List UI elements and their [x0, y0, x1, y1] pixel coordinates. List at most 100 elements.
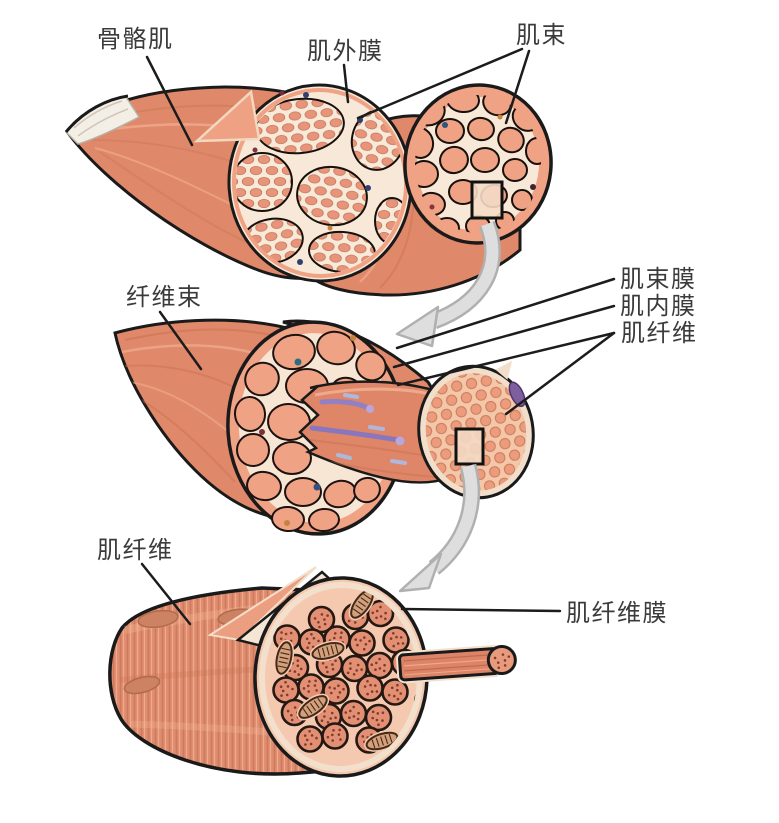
leader-skeletal-muscle — [145, 55, 194, 147]
myofibril-speck — [299, 667, 303, 671]
myofibril-speck — [392, 632, 395, 635]
myofibril-speck — [280, 631, 283, 634]
vessel-dot — [442, 122, 448, 128]
myofibril-speck — [375, 718, 379, 722]
myofibril — [322, 677, 350, 705]
myofibril-speck — [354, 638, 358, 641]
myofibril-speck — [352, 705, 356, 709]
fascicle — [284, 477, 322, 507]
epimysium-flap — [193, 89, 261, 143]
myofibril-speck — [307, 641, 311, 645]
myofibril-speck — [290, 713, 293, 717]
myofibril-speck — [302, 687, 306, 690]
myofibril-speck — [333, 687, 336, 690]
myofibril-speck — [321, 662, 325, 665]
myofibril-speck — [396, 683, 399, 687]
myofibril-speck — [333, 636, 336, 640]
myofibril-speck — [378, 657, 381, 661]
vessel-dot — [365, 185, 371, 191]
myofibril-speck — [496, 661, 500, 664]
fascicle — [470, 147, 500, 173]
myofibril-speck — [379, 615, 383, 618]
myofibril-speck — [330, 691, 333, 695]
myofibril-speck — [383, 663, 386, 667]
myofibril-speck — [360, 668, 363, 671]
vessel-dot — [297, 259, 303, 265]
myofibril-speck — [346, 671, 350, 675]
myofibril-speck — [356, 717, 360, 721]
myofibril-speck — [497, 666, 501, 670]
myofibril-rod — [396, 645, 517, 684]
zoom-box-level1 — [470, 180, 504, 220]
myofibril-speck — [356, 643, 359, 647]
myofibril-speck — [347, 619, 351, 623]
vessel-dot — [313, 483, 321, 491]
myofibril-speck — [289, 631, 293, 635]
myofibril-speck — [330, 711, 334, 715]
leader-fascicle-2 — [504, 49, 531, 125]
myofibril-speck — [352, 673, 356, 676]
fascicle — [467, 116, 495, 142]
zoom-arrow-middle — [398, 463, 480, 593]
myofibril-speck — [352, 715, 356, 718]
fascicle — [502, 158, 528, 182]
myofibril-speck — [290, 718, 294, 722]
myofibril-speck — [396, 642, 400, 645]
myofibril-speck — [280, 694, 283, 697]
myofibril-speck — [356, 663, 360, 667]
vessel-dot — [429, 204, 435, 210]
myofibril-speck — [361, 735, 365, 738]
myofibril-speck — [493, 656, 497, 660]
myofibril-speck — [331, 663, 334, 666]
myofibril-speck — [285, 693, 289, 697]
fascicle — [236, 433, 270, 467]
nucleus — [137, 609, 179, 629]
myofibril-speck — [371, 710, 375, 714]
myofibril-speck — [399, 692, 403, 695]
blood-vessel-dots — [429, 114, 536, 210]
vessel-dot — [279, 90, 285, 96]
myofibril-speck — [308, 730, 311, 733]
myofibril-speck — [349, 662, 352, 665]
vessel-dot — [284, 520, 290, 526]
myofibril-speck — [390, 686, 394, 690]
fascicle — [272, 441, 312, 475]
myofibril-speck — [307, 690, 311, 693]
myofibril-speck — [326, 670, 329, 674]
myofibril-speck — [357, 711, 360, 715]
level-2-fiber-bundle: 纤维束 肌束膜 肌内膜 肌纤维 — [113, 266, 696, 593]
myofibril-speck — [291, 687, 294, 691]
myofibril-speck — [364, 643, 368, 646]
myofibril-speck — [366, 680, 369, 683]
myofibril — [339, 699, 368, 728]
myofibril-speck — [329, 717, 333, 720]
label-sarcolemma: 肌纤维膜 — [566, 600, 668, 627]
leader-endomysium — [392, 304, 616, 369]
myofibril-speck — [399, 636, 403, 639]
myofibril-speck — [368, 639, 371, 643]
myofibril-speck — [331, 667, 335, 671]
myofibril-speck — [370, 663, 374, 666]
myofibril-speck — [293, 670, 297, 673]
fascicle — [308, 507, 340, 533]
leader-fiber-bundle — [158, 310, 203, 371]
fascicle — [244, 361, 280, 397]
myofibril-speck — [284, 681, 287, 684]
myofibril-speck — [334, 716, 337, 719]
myofibril-speck — [349, 709, 352, 713]
myofibril-speck — [309, 742, 313, 746]
myofibril-speck — [337, 733, 341, 736]
myofibril-speck — [334, 632, 337, 635]
myofibril-speck — [326, 735, 330, 739]
leader-perimysium — [395, 277, 616, 350]
myofibril-speck — [281, 689, 285, 693]
myofibril-speck — [375, 690, 379, 693]
vessel-dot — [252, 147, 258, 153]
fascicle — [353, 476, 381, 504]
fascicle-group — [236, 152, 293, 212]
myofibril-speck — [344, 711, 348, 714]
myofibril-speck — [366, 692, 369, 696]
myofibril-speck — [310, 633, 313, 636]
myofibril-speck — [338, 728, 342, 732]
